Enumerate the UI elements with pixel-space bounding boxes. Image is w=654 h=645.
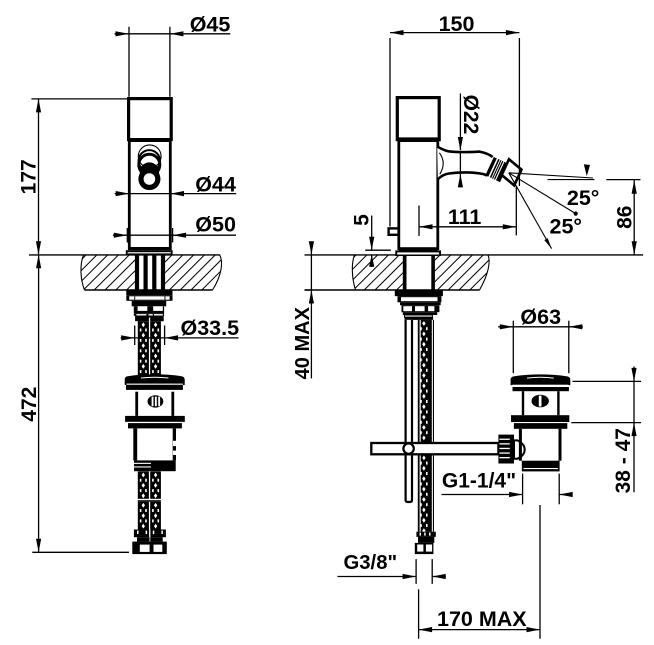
svg-text:Ø44: Ø44 <box>195 172 236 196</box>
svg-text:Ø45: Ø45 <box>190 13 231 37</box>
svg-text:G1-1/4": G1-1/4" <box>442 470 516 493</box>
svg-text:38 - 47: 38 - 47 <box>612 428 635 493</box>
svg-text:150: 150 <box>439 12 475 36</box>
svg-text:Ø33.5: Ø33.5 <box>181 316 240 340</box>
svg-text:40 MAX: 40 MAX <box>292 306 314 379</box>
svg-text:Ø50: Ø50 <box>195 213 236 237</box>
svg-text:472: 472 <box>18 387 41 422</box>
svg-text:170 MAX: 170 MAX <box>437 607 527 631</box>
svg-text:86: 86 <box>614 206 637 229</box>
svg-text:Ø63: Ø63 <box>520 305 561 329</box>
svg-text:25°: 25° <box>567 186 600 210</box>
svg-text:177: 177 <box>17 159 40 194</box>
svg-text:5: 5 <box>350 214 373 226</box>
svg-text:G3/8": G3/8" <box>344 552 398 574</box>
svg-text:Ø22: Ø22 <box>459 95 482 135</box>
svg-text:25°: 25° <box>550 215 583 239</box>
svg-text:111: 111 <box>448 205 482 229</box>
